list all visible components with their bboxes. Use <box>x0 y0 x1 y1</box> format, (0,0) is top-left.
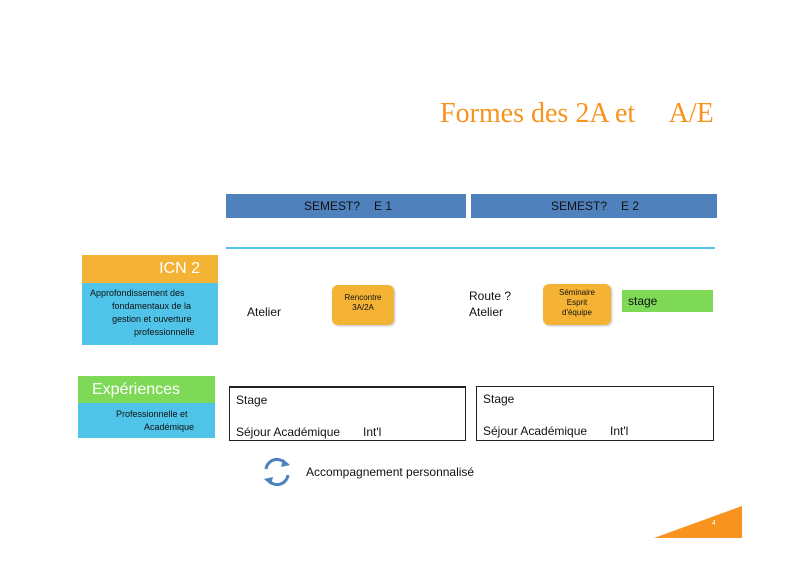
page-number: 4 <box>712 520 716 527</box>
box-sejour: Séjour Académique <box>236 425 341 439</box>
experiences-description: Professionnelle et Académique <box>78 403 215 438</box>
icn-line: professionnelle <box>134 327 195 337</box>
seminaire-pill: Séminaire Esprit d'équipe <box>543 284 611 325</box>
page-title: Formes des 2A et A/E <box>440 98 714 129</box>
box-sejour: Séjour Académique <box>483 424 588 438</box>
atelier-label-s2: Atelier <box>469 305 504 319</box>
atelier-label-s1: Atelier <box>247 305 282 319</box>
experiences-line: Académique <box>144 422 195 432</box>
semester-2-label: SEMEST? <box>551 199 608 213</box>
semester-2-code: E 2 <box>621 199 640 213</box>
rencontre-pill: Rencontre 3A/2A <box>332 285 394 325</box>
semester-1-code: E 1 <box>374 199 393 213</box>
icn-description: Approfondissement des fondamentaux de la… <box>82 283 218 345</box>
experiences-line: Professionnelle et <box>116 409 188 419</box>
icn-line: gestion et ouverture <box>112 314 192 324</box>
route-label: Route ? <box>469 289 512 303</box>
pill-line: Séminaire <box>558 288 595 297</box>
semester-1-label: SEMEST? <box>304 199 361 213</box>
icn-line: fondamentaux de la <box>112 301 192 311</box>
pill-line: Rencontre <box>344 293 382 302</box>
accompagnement-label: Accompagnement personnalisé <box>306 465 475 479</box>
box-intl: Int'l <box>363 425 382 439</box>
icn-line: Approfondissement des <box>90 288 185 298</box>
stage-badge: stage <box>622 290 713 312</box>
semester-1-bar: SEMEST? E 1 <box>226 194 466 218</box>
pill-line: 3A/2A <box>352 303 374 312</box>
pill-line: Esprit <box>566 298 588 307</box>
pill-line: d'équipe <box>562 308 592 317</box>
box-stage: Stage <box>483 392 515 406</box>
semester-2-bar: SEMEST? E 2 <box>471 194 717 218</box>
experience-box-s1: Stage Séjour Académique Int'l <box>229 386 466 441</box>
icn-heading: ICN 2 <box>82 255 218 283</box>
divider-line <box>226 247 715 249</box>
box-intl: Int'l <box>610 424 629 438</box>
box-stage: Stage <box>236 393 268 407</box>
cycle-arrows-icon <box>260 456 294 488</box>
experience-box-s2: Stage Séjour Académique Int'l <box>476 386 714 441</box>
corner-decoration <box>654 506 742 538</box>
experiences-heading: Expériences <box>78 376 215 403</box>
